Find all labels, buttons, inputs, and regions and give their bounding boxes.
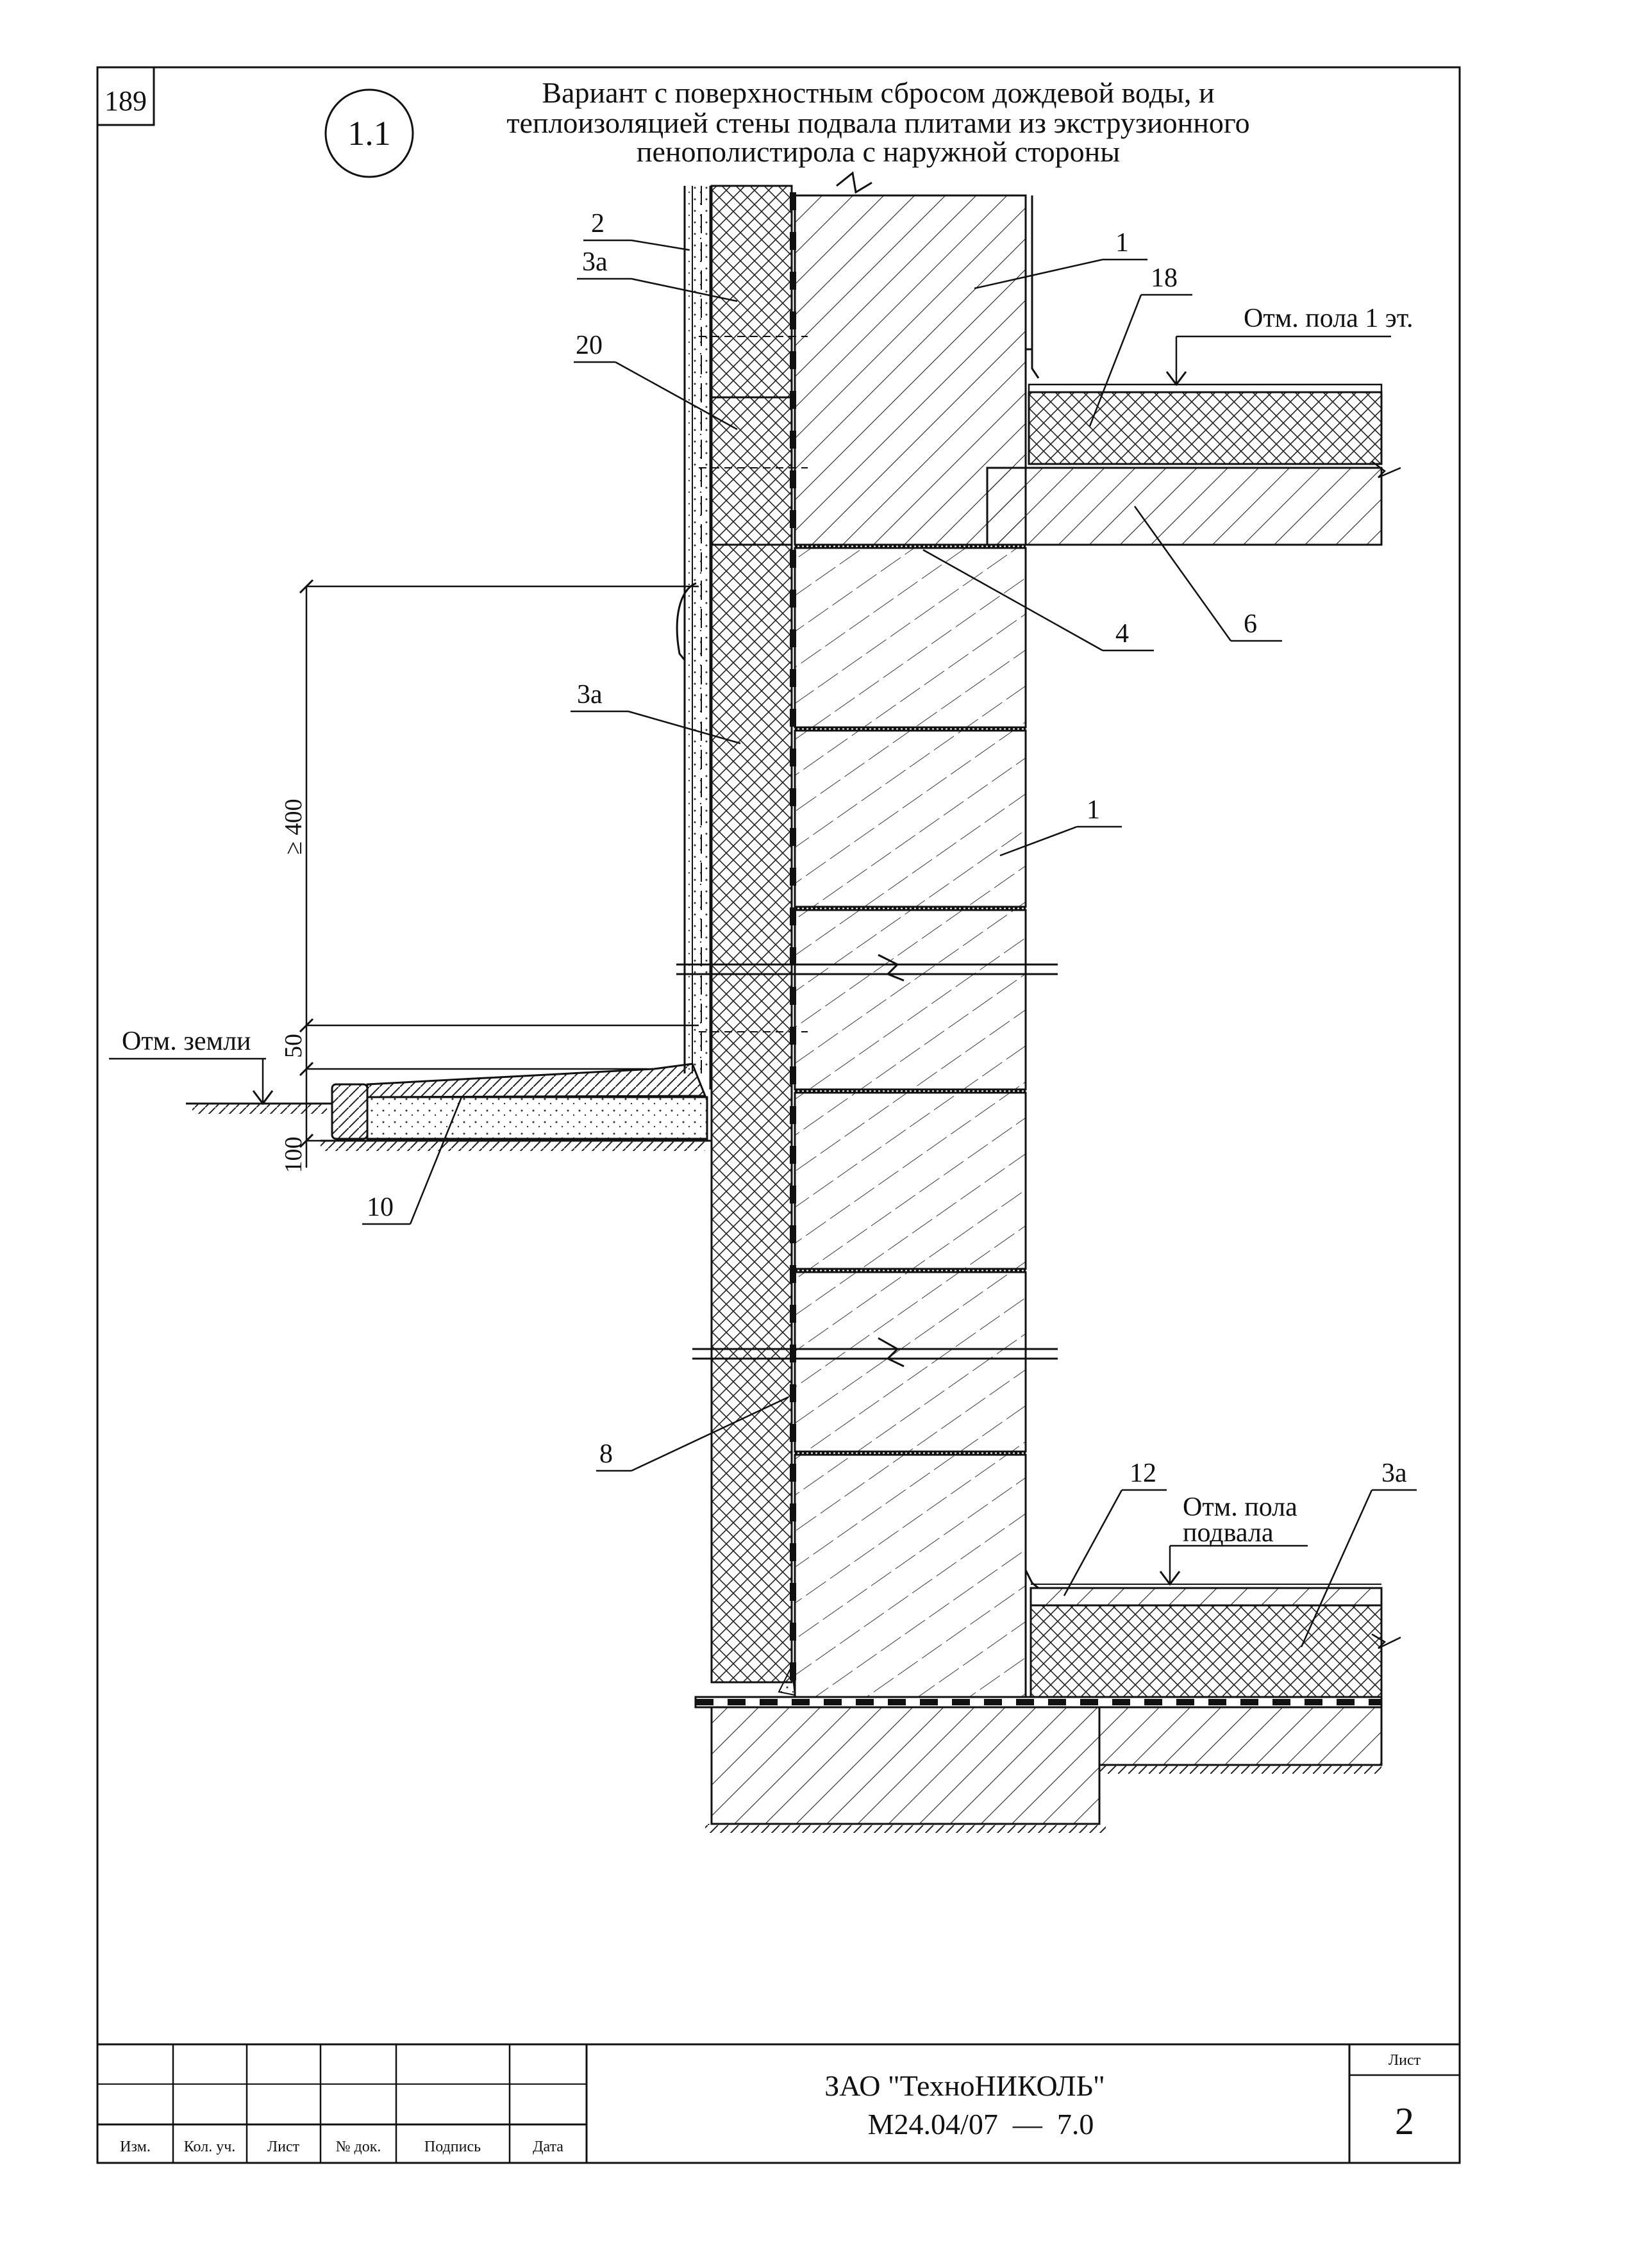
floor-slab xyxy=(986,467,1383,546)
svg-text:8: 8 xyxy=(599,1439,613,1469)
svg-text:12: 12 xyxy=(1130,1459,1156,1488)
callout-4: 4 xyxy=(922,549,1154,652)
dim-100: 100 xyxy=(280,1137,307,1173)
tb-code: М24.04/07 — 7.0 xyxy=(868,2108,1094,2140)
tb-col-kol-uch: Кол. уч. xyxy=(184,2139,236,2155)
title-line-3: пенополистирола с наружной стороны xyxy=(637,135,1120,168)
dim-400: ≥ 400 xyxy=(280,799,307,854)
elevation-basement-line1: Отм. пола xyxy=(1183,1493,1297,1522)
title-line-1: Вариант с поверхностным сбросом дождевой… xyxy=(542,76,1214,109)
svg-text:10: 10 xyxy=(367,1193,394,1222)
facade-finish xyxy=(683,186,712,1089)
detail-number: 1.1 xyxy=(347,114,391,153)
tb-col-doc: № док. xyxy=(336,2139,381,2155)
tb-col-date: Дата xyxy=(533,2139,563,2155)
title-block xyxy=(97,2043,1460,2163)
floor-insulation xyxy=(1028,391,1383,465)
elevation-floor-1: Отм. пола 1 эт. xyxy=(1165,304,1414,386)
tb-col-list: Лист xyxy=(267,2139,300,2155)
svg-text:3а: 3а xyxy=(582,247,608,277)
wall-insulation xyxy=(710,185,793,1684)
callout-20: 20 xyxy=(574,331,738,431)
callout-12: 12 xyxy=(1063,1459,1167,1596)
tb-company: ЗАО "ТехноНИКОЛЬ" xyxy=(824,2069,1105,2102)
blind-area xyxy=(331,1063,708,1140)
elevation-ground: Отм. земли xyxy=(109,1027,274,1105)
basement-wall-blocks xyxy=(794,547,1027,1703)
footing xyxy=(710,1706,1101,1825)
basement-floor-screed xyxy=(1030,1587,1383,1607)
dimension-chain xyxy=(299,579,699,1168)
svg-text:1: 1 xyxy=(1087,795,1100,825)
callout-6: 6 xyxy=(1133,506,1282,642)
title-line-2: теплоизоляцией стены подвала плитами из … xyxy=(506,106,1249,139)
callout-1-mid: 1 xyxy=(999,795,1122,857)
callout-2: 2 xyxy=(583,209,690,251)
svg-text:3а: 3а xyxy=(1381,1459,1407,1488)
tb-col-signature: Подпись xyxy=(424,2139,481,2155)
callout-3a-top: 3а xyxy=(577,247,738,302)
elevation-ground-label: Отм. земли xyxy=(122,1027,251,1056)
callout-8: 8 xyxy=(596,1396,789,1472)
elevation-basement-line2: подвала xyxy=(1183,1518,1274,1548)
basement-floor-insulation xyxy=(1030,1604,1383,1703)
svg-text:2: 2 xyxy=(591,209,605,238)
svg-text:18: 18 xyxy=(1151,263,1178,293)
callout-10: 10 xyxy=(362,1097,463,1225)
sheet-number-box: 189 xyxy=(96,66,155,126)
sheet-frame xyxy=(96,66,1461,2164)
detail-marker: 1.1 xyxy=(324,88,414,178)
svg-text:6: 6 xyxy=(1244,609,1257,639)
break-line-upper xyxy=(676,954,1058,982)
tb-sheet-value: 2 xyxy=(1395,2100,1414,2142)
dim-50: 50 xyxy=(280,1034,307,1058)
callout-18: 18 xyxy=(1088,263,1192,427)
basement-subslab xyxy=(1098,1706,1383,1766)
callout-3a-bottom: 3а xyxy=(1300,1459,1417,1648)
svg-text:4: 4 xyxy=(1115,619,1129,649)
tb-sheet-label: Лист xyxy=(1389,2052,1421,2069)
sheet-number: 189 xyxy=(104,85,147,117)
callout-1-top: 1 xyxy=(974,228,1147,290)
elevation-basement: Отм. пола подвала xyxy=(1159,1493,1308,1586)
svg-text:3а: 3а xyxy=(577,680,603,709)
tb-col-izm: Изм. xyxy=(120,2139,151,2155)
callout-3a-mid: 3а xyxy=(571,680,741,745)
elevation-floor-1-label: Отм. пола 1 эт. xyxy=(1244,304,1414,333)
drawing-title: Вариант с поверхностным сбросом дождевой… xyxy=(506,76,1249,168)
floor-screed xyxy=(1028,383,1383,393)
svg-text:1: 1 xyxy=(1115,228,1129,258)
svg-text:20: 20 xyxy=(576,331,603,360)
break-line-lower xyxy=(692,1337,1058,1368)
